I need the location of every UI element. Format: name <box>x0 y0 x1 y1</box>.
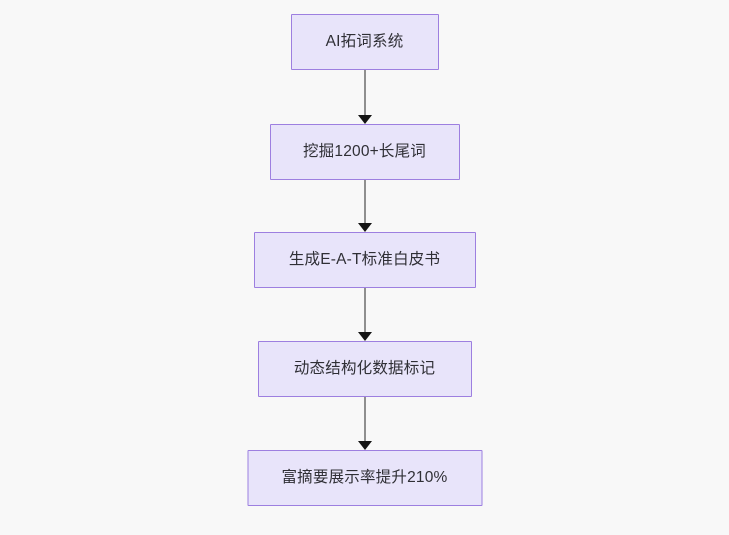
arrow-down-icon <box>357 223 372 232</box>
arrow-down-icon <box>357 332 372 341</box>
flowchart-node-n2[interactable]: 挖掘1200+长尾词 <box>269 124 460 180</box>
flowchart-node-label: 挖掘1200+长尾词 <box>302 143 427 161</box>
flowchart-edge-n4-n5 <box>357 397 372 450</box>
flowchart-node-label: AI拓词系统 <box>325 33 404 51</box>
flowchart-node-label: 动态结构化数据标记 <box>293 360 436 378</box>
flowchart-node-n5[interactable]: 富摘要展示率提升210% <box>247 450 482 506</box>
flowchart-node-n1[interactable]: AI拓词系统 <box>290 14 439 70</box>
edge-line <box>363 70 366 115</box>
edge-line <box>363 180 366 223</box>
flowchart-edge-n2-n3 <box>357 180 372 232</box>
flowchart-node-n3[interactable]: 生成E-A-T标准白皮书 <box>253 232 476 288</box>
flowchart-node-label: 富摘要展示率提升210% <box>281 469 448 487</box>
flowchart-edge-n3-n4 <box>357 288 372 341</box>
arrow-down-icon <box>357 115 372 124</box>
flowchart-node-n4[interactable]: 动态结构化数据标记 <box>257 341 472 397</box>
arrow-down-icon <box>357 441 372 450</box>
edge-line <box>363 288 366 332</box>
flowchart-node-label: 生成E-A-T标准白皮书 <box>288 251 441 269</box>
flowchart-edge-n1-n2 <box>357 70 372 124</box>
edge-line <box>363 397 366 441</box>
